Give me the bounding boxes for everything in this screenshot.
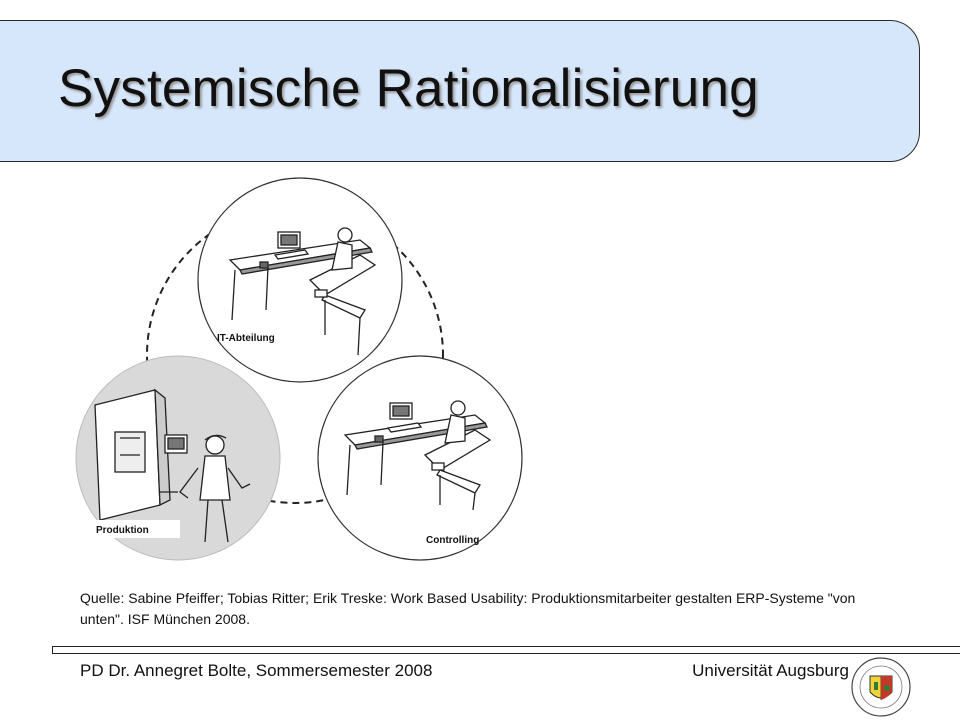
controlling-desk-icon (343, 400, 492, 511)
footer-rule (52, 646, 960, 654)
footer-author: PD Dr. Annegret Bolte, Sommersemester 20… (80, 661, 433, 680)
it-label: IT-Abteilung (217, 333, 275, 344)
produktion-label: Produktion (96, 525, 149, 536)
source-citation: Quelle: Sabine Pfeiffer; Tobias Ritter; … (80, 590, 856, 627)
it-desk-icon (228, 227, 377, 356)
title-bar (0, 20, 920, 162)
footer-university: Universität Augsburg (692, 661, 849, 680)
slide-title: Systemische Rationalisierung (58, 59, 759, 118)
university-seal-icon (851, 657, 911, 717)
controlling-label: Controlling (426, 535, 479, 546)
produktion-label-box (88, 520, 180, 538)
controlling-circle (317, 355, 523, 561)
it-circle (197, 177, 403, 383)
department-diagram: IT-Abteilung Controlling (75, 177, 523, 561)
machine-worker-icon (94, 388, 251, 543)
